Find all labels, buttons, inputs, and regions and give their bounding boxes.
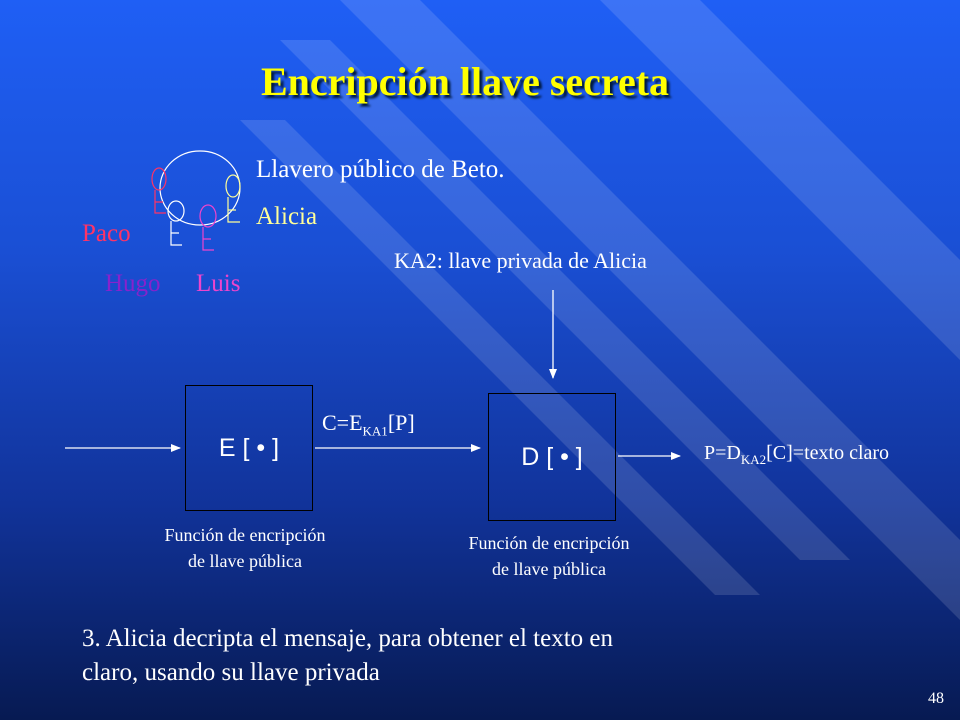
name-paco: Paco <box>82 220 131 247</box>
slide-title: Encripción llave secreta <box>260 59 670 104</box>
cipher-label: C=EKA1[P] <box>322 410 415 439</box>
cipher-subscript: KA1 <box>362 423 388 439</box>
encrypt-caption: Función de encripción de llave pública <box>120 522 370 574</box>
step-text-line1: 3. Alicia decripta el mensaje, para obte… <box>82 625 614 652</box>
decrypt-box: D [ • ] <box>488 393 616 521</box>
slide-number: 48 <box>928 690 944 707</box>
encrypt-box-label: E [ • ] <box>218 433 280 462</box>
name-alicia: Alicia <box>256 203 318 230</box>
plain-prefix: P=D <box>704 442 741 464</box>
encrypt-caption-line1: Función de encripción <box>164 525 326 545</box>
decrypt-caption: Función de encripción de llave pública <box>424 530 674 582</box>
name-hugo: Hugo <box>105 270 161 297</box>
encrypt-caption-line2: de llave pública <box>188 551 302 571</box>
step-text: 3. Alicia decripta el mensaje, para obte… <box>82 622 613 690</box>
plain-subscript: KA2 <box>740 452 767 467</box>
plain-label: P=DKA2[C]=texto claro <box>704 442 889 468</box>
cipher-prefix: C=E <box>322 410 363 435</box>
cipher-suffix: [P] <box>387 410 415 435</box>
step-text-line2: claro, usando su llave privada <box>82 659 380 686</box>
ka2-label: KA2: llave privada de Alicia <box>394 248 647 273</box>
plain-suffix: [C]=texto claro <box>766 442 890 464</box>
decrypt-box-label: D [ • ] <box>521 442 583 471</box>
decrypt-caption-line1: Función de encripción <box>468 533 630 553</box>
name-luis: Luis <box>196 270 241 297</box>
keyring-label: Llavero público de Beto. <box>256 156 505 183</box>
decrypt-caption-line2: de llave pública <box>492 559 606 579</box>
keyring-drawing <box>151 150 241 251</box>
encrypt-box: E [ • ] <box>185 385 313 511</box>
